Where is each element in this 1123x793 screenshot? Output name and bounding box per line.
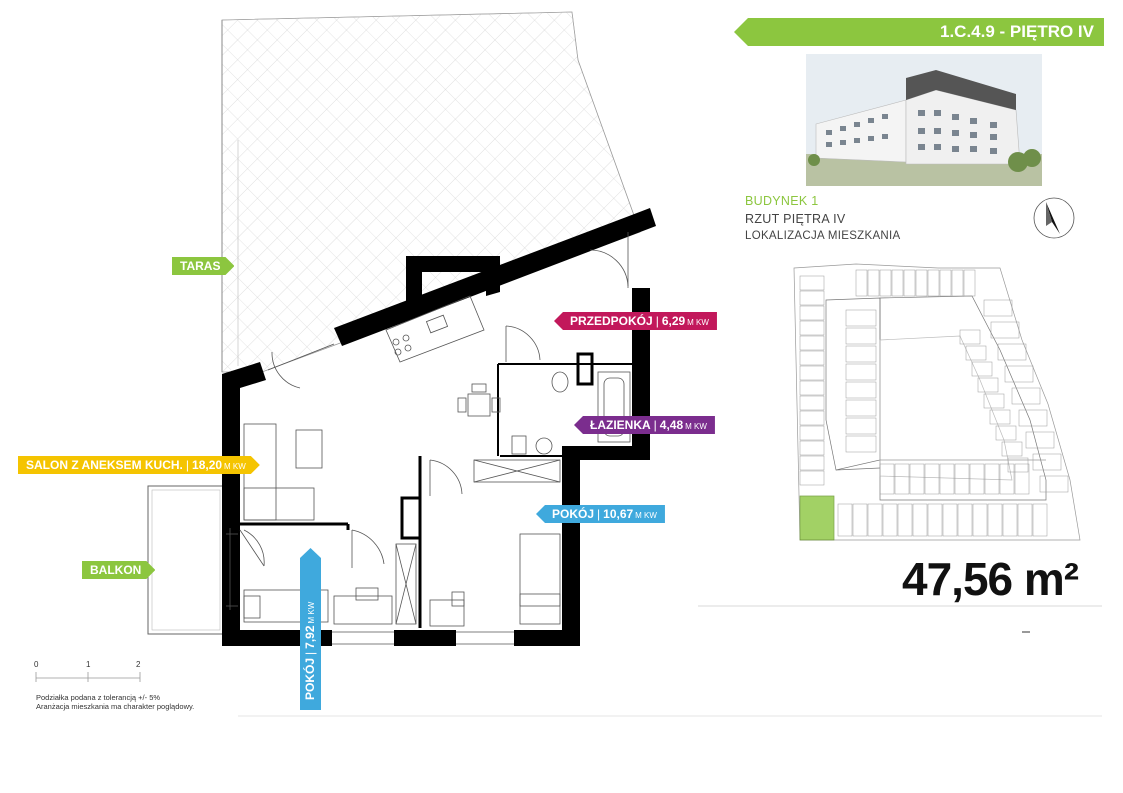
room-unit: M KW [307, 601, 316, 624]
compass-icon [1033, 197, 1075, 239]
location-label: LOKALIZACJA MIESZKANIA [745, 230, 901, 242]
furniture [226, 232, 631, 645]
room-tag-taras: TARAS [172, 257, 234, 275]
room-unit: M KW [685, 422, 707, 431]
room-name: POKÓJ [303, 657, 317, 700]
room-area: 6,29 [661, 314, 686, 328]
room-name: BALKON [90, 563, 142, 577]
room-name: TARAS [180, 259, 221, 273]
balcony-area [147, 485, 225, 635]
total-area: 47,56 m² [902, 553, 1079, 605]
floor-plan-label: RZUT PIĘTRA IV [745, 212, 846, 226]
room-unit: M KW [224, 462, 246, 471]
scale-note: Podziałka podana z tolerancją +/- 5% [36, 693, 161, 702]
room-area: 10,67 [603, 507, 634, 521]
room-area: 18,20 [192, 458, 223, 472]
room-name: POKÓJ [552, 507, 595, 521]
scale-tick-1: 1 [86, 660, 91, 669]
room-name: SALON Z ANEKSEM KUCH. [26, 458, 183, 472]
scale-tick-0: 0 [34, 660, 39, 669]
room-area: 4,48 [659, 418, 684, 432]
arrangement-note: Aranżacja mieszkania ma charakter pogląd… [36, 702, 195, 711]
unit-code-header: 1.C.4.9 - PIĘTRO IV [734, 18, 1104, 46]
room-unit: M KW [687, 318, 709, 327]
scale-bar [35, 672, 141, 682]
room-unit: M KW [635, 511, 657, 520]
interior-walls [240, 352, 632, 628]
room-tag-balkon: BALKON [82, 561, 155, 579]
building-photo [806, 54, 1042, 186]
site-plan [793, 263, 1081, 541]
room-name: PRZEDPOKÓJ [570, 314, 653, 328]
room-tag-pokoj-2: POKÓJ|7,92M KW [300, 548, 321, 710]
scale-tick-2: 2 [136, 660, 141, 669]
room-name: ŁAZIENKA [590, 418, 651, 432]
room-area: 7,92 [303, 625, 317, 649]
building-name: BUDYNEK 1 [745, 194, 819, 208]
